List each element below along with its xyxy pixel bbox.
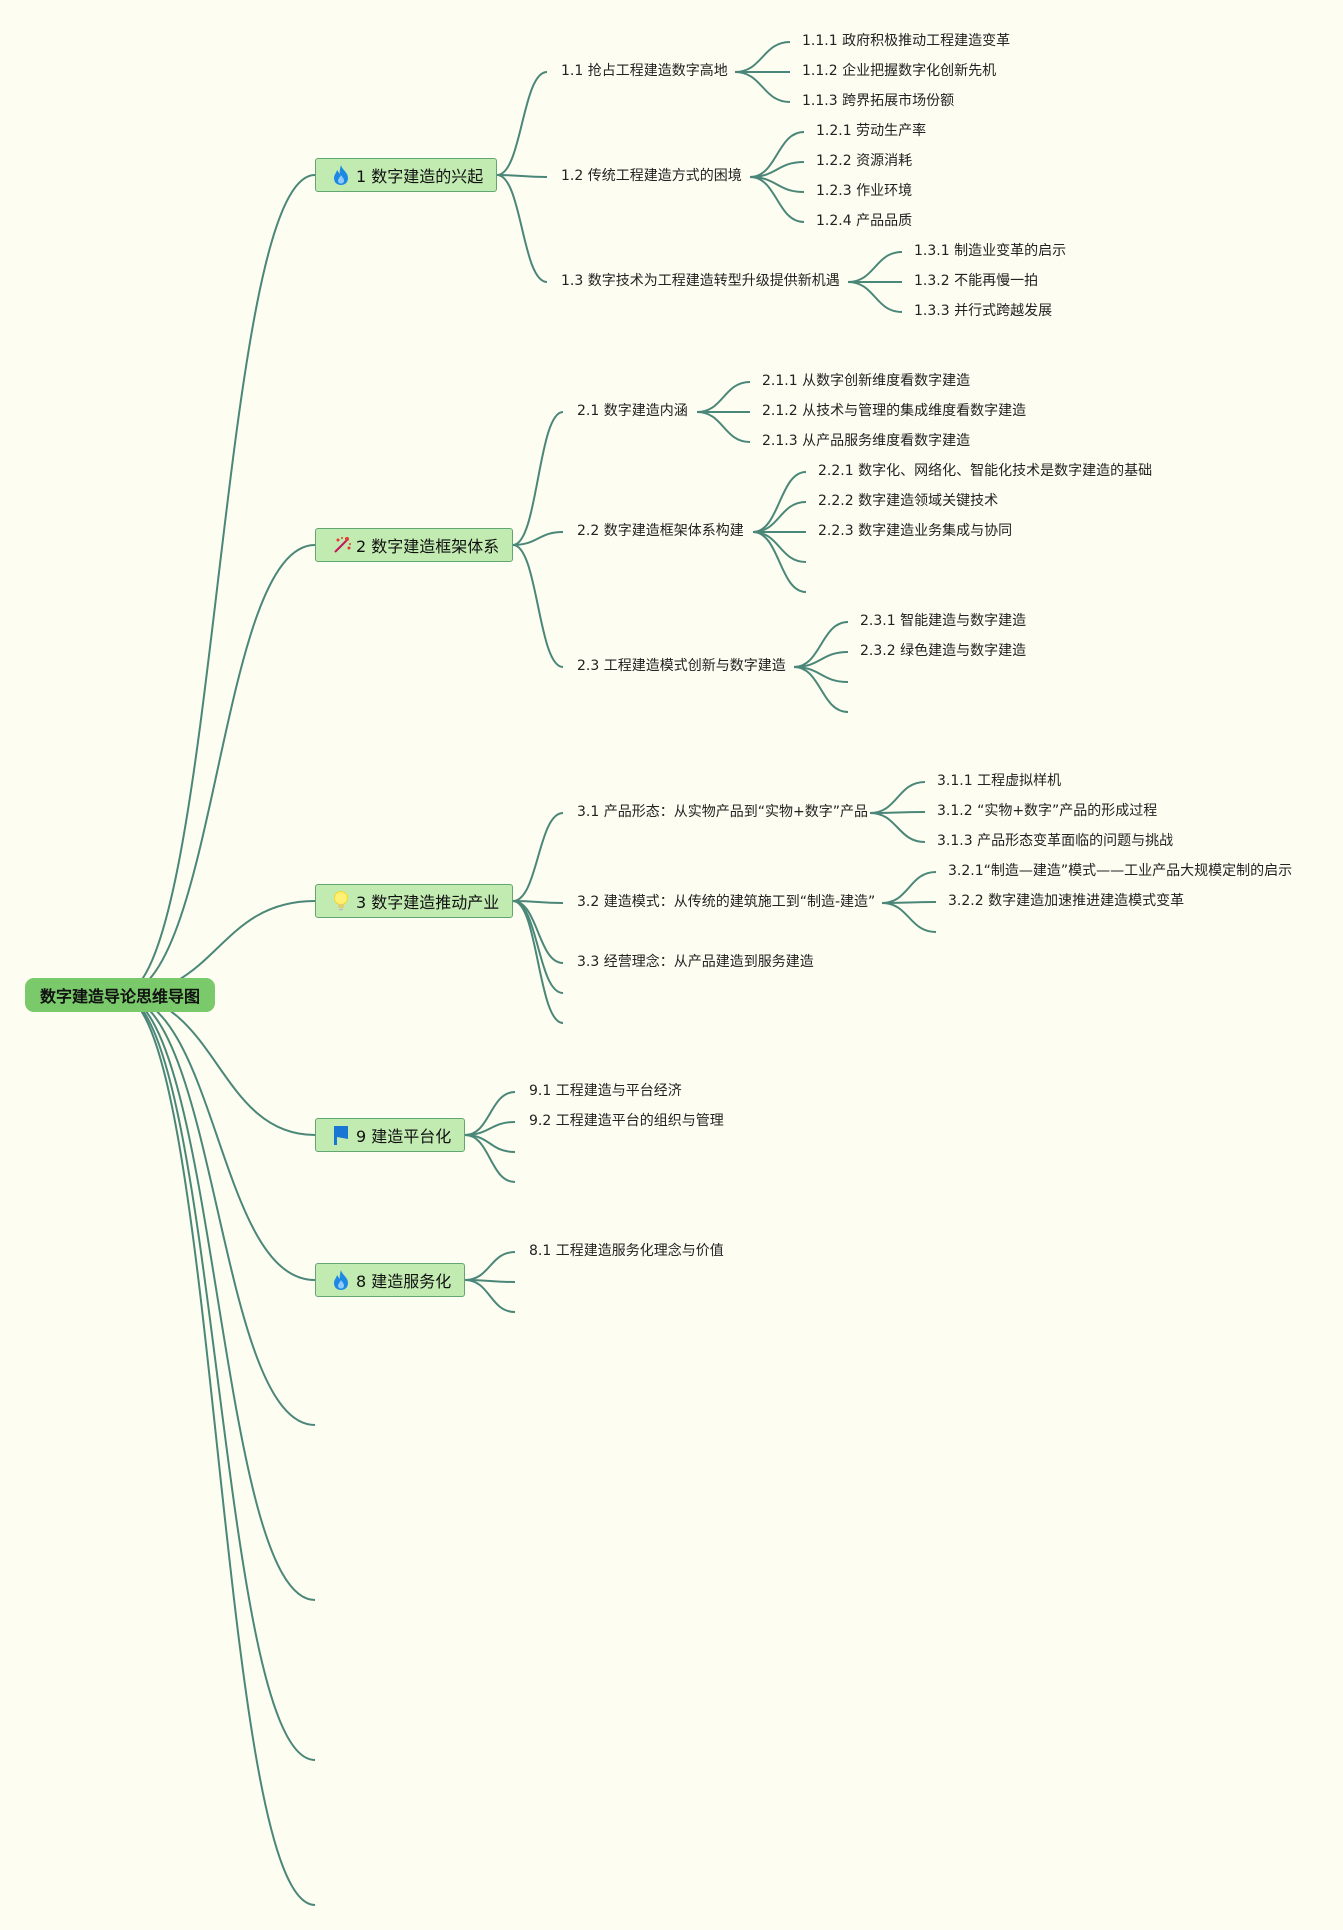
leaf-2-2-1[interactable]: 2.2.1 数字化、网络化、智能化技术是数字建造的基础 <box>818 463 1153 479</box>
sparkles-icon <box>332 534 352 556</box>
topic-3[interactable]: 3 数字建造推动产业 <box>315 884 513 918</box>
subtopic-8-1[interactable]: 8.1 工程建造服务化理念与价值 <box>529 1243 724 1259</box>
fire-icon <box>332 1269 352 1291</box>
topic-2-label: 2 数字建造框架体系 <box>356 537 500 556</box>
fire-icon <box>332 164 352 186</box>
subtopic-2-1[interactable]: 2.1 数字建造内涵 <box>577 403 688 419</box>
subtopic-3-3[interactable]: 3.3 经营理念：从产品建造到服务建造 <box>577 954 814 970</box>
t2-branch-22 <box>512 411 564 546</box>
leaf-2-1-3[interactable]: 2.1.3 从产品服务维度看数字建造 <box>762 433 971 449</box>
t1-branch-9 <box>496 71 548 176</box>
t3-branch-41 <box>512 900 564 1024</box>
leaf-2-3-2[interactable]: 2.3.2 绿色建造与数字建造 <box>860 643 1027 659</box>
leaf-1-3-2[interactable]: 1.3.2 不能再慢一拍 <box>914 273 1039 289</box>
leaf-2-2-3[interactable]: 2.2.3 数字建造业务集成与协同 <box>818 523 1013 539</box>
leaf-1-1-2[interactable]: 1.1.2 企业把握数字化创新先机 <box>802 63 997 79</box>
s21-branch-27 <box>696 411 751 443</box>
leaf-2-1-1[interactable]: 2.1.1 从数字创新维度看数字建造 <box>762 373 971 389</box>
subtopic-9-2[interactable]: 9.2 工程建造平台的组织与管理 <box>529 1113 724 1129</box>
t3-branch-40 <box>512 900 564 994</box>
s22-branch-29 <box>752 501 807 533</box>
subtopic-9-1[interactable]: 9.1 工程建造与平台经济 <box>529 1083 682 1099</box>
topic-2[interactable]: 2 数字建造框架体系 <box>315 528 513 562</box>
s21-branch-25 <box>696 381 751 413</box>
s22-branch-31 <box>752 531 807 563</box>
leaf-1-1-1[interactable]: 1.1.1 政府积极推动工程建造变革 <box>802 33 1011 49</box>
subtopic-2-3[interactable]: 2.3 工程建造模式创新与数字建造 <box>577 658 786 674</box>
leaf-1-3-3[interactable]: 1.3.3 并行式跨越发展 <box>914 303 1053 319</box>
t1-branch-11 <box>496 174 548 283</box>
leaf-1-3-1[interactable]: 1.3.1 制造业变革的启示 <box>914 243 1067 259</box>
leaf-1-2-2[interactable]: 1.2.2 资源消耗 <box>816 153 913 169</box>
s32-branch-46 <box>881 901 937 904</box>
leaf-1-2-1[interactable]: 1.2.1 劳动生产率 <box>816 123 927 139</box>
s13-branch-19 <box>847 251 903 283</box>
t2-branch-24 <box>512 544 564 668</box>
subtopic-3-1[interactable]: 3.1 产品形态：从实物产品到“实物+数字”产品 <box>577 804 868 820</box>
t3-branch-37 <box>512 812 564 902</box>
leaf-2-3-1[interactable]: 2.3.1 智能建造与数字建造 <box>860 613 1027 629</box>
t1-branch-10 <box>496 174 548 178</box>
s13-branch-21 <box>847 281 903 313</box>
leaf-3-1-3[interactable]: 3.1.3 产品形态变革面临的问题与挑战 <box>937 833 1174 849</box>
s31-branch-44 <box>869 812 926 843</box>
subtopic-1-1[interactable]: 1.1 抢占工程建造数字高地 <box>561 63 728 79</box>
topic-1-label: 1 数字建造的兴起 <box>356 167 484 186</box>
root-branch-1 <box>119 544 316 996</box>
t8-branch-54 <box>464 1279 516 1313</box>
subtopic-1-2[interactable]: 1.2 传统工程建造方式的困境 <box>561 168 742 184</box>
root-branch-7 <box>119 994 316 1761</box>
t3-branch-38 <box>512 900 564 904</box>
s32-branch-47 <box>881 902 937 933</box>
leaf-2-2-2[interactable]: 2.2.2 数字建造领域关键技术 <box>818 493 999 509</box>
root-branch-8 <box>119 994 316 1906</box>
s11-branch-12 <box>734 41 791 73</box>
root-branch-0 <box>119 174 316 996</box>
leaf-3-1-2[interactable]: 3.1.2 “实物+数字”产品的形成过程 <box>937 803 1158 819</box>
subtopic-2-2[interactable]: 2.2 数字建造框架体系构建 <box>577 523 744 539</box>
t8-branch-52 <box>464 1251 516 1281</box>
s12-branch-18 <box>749 176 805 223</box>
t2-branch-23 <box>512 531 564 546</box>
s22-branch-28 <box>752 471 807 533</box>
root-branch-6 <box>119 994 316 1601</box>
lightbulb-icon <box>332 890 352 912</box>
leaf-3-1-1[interactable]: 3.1.1 工程虚拟样机 <box>937 773 1062 789</box>
s23-branch-36 <box>793 666 849 713</box>
flag-icon <box>332 1124 352 1146</box>
s32-branch-45 <box>881 871 937 904</box>
topic-1[interactable]: 1 数字建造的兴起 <box>315 158 497 192</box>
s22-branch-32 <box>752 531 807 593</box>
subtopic-3-2[interactable]: 3.2 建造模式：从传统的建筑施工到“制造-建造” <box>577 894 876 910</box>
leaf-3-2-2[interactable]: 3.2.2 数字建造加速推进建造模式变革 <box>948 893 1185 909</box>
leaf-2-1-2[interactable]: 2.1.2 从技术与管理的集成维度看数字建造 <box>762 403 1027 419</box>
leaf-3-2-1[interactable]: 3.2.1“制造—建造”模式——工业产品大规模定制的启示 <box>948 863 1293 879</box>
topic-8-label: 8 建造服务化 <box>356 1272 452 1291</box>
subtopic-1-3[interactable]: 1.3 数字技术为工程建造转型升级提供新机遇 <box>561 273 840 289</box>
topic-9[interactable]: 9 建造平台化 <box>315 1118 465 1152</box>
t3-branch-39 <box>512 900 564 964</box>
s31-branch-42 <box>869 781 926 814</box>
topic-9-label: 9 建造平台化 <box>356 1127 452 1146</box>
root-node[interactable]: 数字建造导论思维导图 <box>25 978 215 1012</box>
leaf-1-2-4[interactable]: 1.2.4 产品品质 <box>816 213 913 229</box>
root-branch-4 <box>119 994 316 1281</box>
root-branch-5 <box>119 994 316 1426</box>
topic-8[interactable]: 8 建造服务化 <box>315 1263 465 1297</box>
leaf-1-1-3[interactable]: 1.1.3 跨界拓展市场份额 <box>802 93 955 109</box>
root-label: 数字建造导论思维导图 <box>39 987 200 1006</box>
leaf-1-2-3[interactable]: 1.2.3 作业环境 <box>816 183 913 199</box>
t9-branch-51 <box>464 1134 516 1183</box>
topic-3-label: 3 数字建造推动产业 <box>356 893 500 912</box>
s31-branch-43 <box>869 811 926 814</box>
s11-branch-14 <box>734 71 791 103</box>
